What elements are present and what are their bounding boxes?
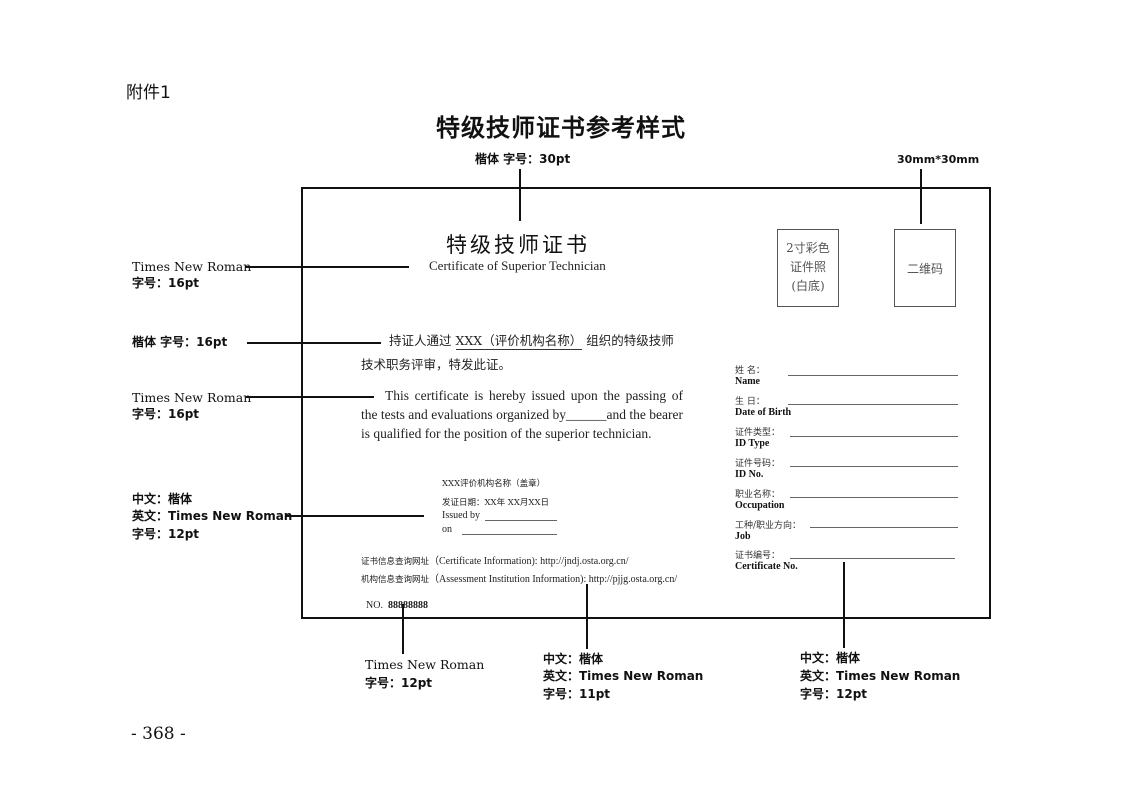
field-occupation-cn: 职业名称： [735, 490, 781, 500]
annotation-bottom2-line2: 英文：Times New Roman [543, 669, 704, 683]
leader-bottom2 [586, 584, 588, 649]
qr-code-placeholder: 二维码 [894, 229, 956, 307]
cert-info-url: 证书信息查询网址（Certificate Information): http:… [361, 549, 629, 568]
inst-info-en: （Assessment Institution Information): ht… [429, 574, 678, 585]
certificate-frame [301, 187, 991, 619]
leader-title-font [519, 169, 521, 221]
annotation-bottom3-line3: 字号：12pt [800, 687, 868, 701]
cert-number-value: 88888888 [388, 600, 429, 611]
field-certno-line [790, 558, 955, 559]
seal-org: XXX评价机构名称（盖章） [442, 479, 546, 489]
annotation-title-font: 楷体 字号：30pt [475, 152, 571, 166]
en-paragraph-text: This certificate is hereby issued upon t… [361, 388, 683, 441]
photo-line: 2寸彩色 [786, 241, 830, 255]
annotation-bottom1-line1: Times New Roman [365, 657, 485, 672]
annotation-bottom2-line3: 字号：11pt [543, 687, 611, 701]
field-name-line [788, 375, 958, 376]
field-certno-cn: 证书编号： [735, 551, 781, 561]
leader-left3 [246, 396, 374, 398]
leader-left1 [245, 266, 409, 268]
leader-bottom1 [402, 604, 404, 654]
field-dob-en: Date of Birth [735, 407, 792, 418]
annotation-left4-line3: 字号：12pt [132, 527, 200, 541]
field-certno-en: Certificate No. [735, 561, 798, 572]
field-job-line [810, 527, 958, 528]
field-name-en: Name [735, 376, 760, 387]
cert-info-cn: 证书信息查询网址 [361, 557, 430, 567]
en-paragraph: This certificate is hereby issued upon t… [361, 386, 683, 443]
annotation-bottom3-line2: 英文：Times New Roman [800, 669, 961, 683]
cert-number-label: NO. [366, 600, 383, 611]
photo-line: 证件照 [789, 260, 826, 274]
annotation-left4-line1: 中文：楷体 [132, 492, 193, 506]
photo-placeholder: 2寸彩色 证件照 (白底) [777, 229, 839, 307]
issued-by-label: Issued by [442, 510, 481, 521]
leader-left4 [286, 515, 424, 517]
field-idtype-en: ID Type [735, 438, 770, 449]
annotation-left1-line2: 字号：16pt [132, 276, 200, 290]
leader-bottom3 [843, 562, 845, 648]
annotation-bottom2-line1: 中文：楷体 [543, 652, 604, 666]
field-idtype-cn: 证件类型： [735, 428, 781, 438]
attachment-label: 附件1 [126, 83, 171, 103]
leader-qr-size [920, 169, 922, 224]
field-dob-cn: 生 日： [735, 397, 765, 407]
annotation-bottom1-line2: 字号：12pt [365, 676, 433, 690]
inst-info-url: 机构信息查询网址（Assessment Institution Informat… [361, 567, 677, 586]
field-idno-cn: 证件号码： [735, 459, 781, 469]
cn-text-org: XXX（评价机构名称） [455, 330, 583, 350]
page-number: - 368 - [131, 724, 186, 744]
cn-text-suffix: 组织的特级技师 [586, 333, 674, 348]
issued-by-line [485, 520, 557, 521]
photo-line: (白底) [791, 279, 825, 293]
on-label: on [442, 524, 452, 535]
field-job-en: Job [735, 531, 751, 542]
annotation-left3-line2: 字号：16pt [132, 407, 200, 421]
field-name-cn: 姓 名： [735, 366, 765, 376]
issued-by: Issued by [442, 510, 480, 521]
inst-info-cn: 机构信息查询网址 [361, 575, 430, 585]
annotation-left1-line1: Times New Roman [132, 259, 252, 274]
field-dob-line [788, 404, 958, 405]
certificate-title-en: Certificate of Superior Technician [429, 258, 606, 273]
annotation-left2-line1: 楷体 字号：16pt [132, 335, 228, 349]
annotation-bottom3-line1: 中文：楷体 [800, 651, 861, 665]
cn-paragraph-line2: 技术职务评审，特发此证。 [361, 357, 512, 372]
annotation-left3-line1: Times New Roman [132, 390, 252, 405]
annotation-left4-line2: 英文：Times New Roman [132, 509, 293, 523]
field-idno-en: ID No. [735, 469, 764, 480]
field-occupation-line [790, 497, 958, 498]
field-idtype-line [790, 436, 958, 437]
cn-paragraph-line1: 持证人通过 XXX（评价机构名称） 组织的特级技师 [389, 330, 674, 350]
cert-number: NO. 88888888 [366, 593, 428, 612]
page-title: 特级技师证书参考样式 [436, 114, 686, 142]
cn-text-prefix: 持证人通过 [389, 333, 452, 348]
field-idno-line [790, 466, 958, 467]
cert-info-en: （Certificate Information): http://jndj.o… [429, 556, 629, 567]
on-line [462, 534, 557, 535]
field-job-cn: 工种/职业方向： [735, 521, 802, 531]
issue-date: 发证日期：XX年 XX月XX日 [442, 498, 550, 508]
leader-left2 [247, 342, 381, 344]
certificate-title-cn: 特级技师证书 [446, 233, 590, 257]
annotation-qr-size: 30mm*30mm [897, 153, 980, 166]
field-occupation-en: Occupation [735, 500, 785, 511]
